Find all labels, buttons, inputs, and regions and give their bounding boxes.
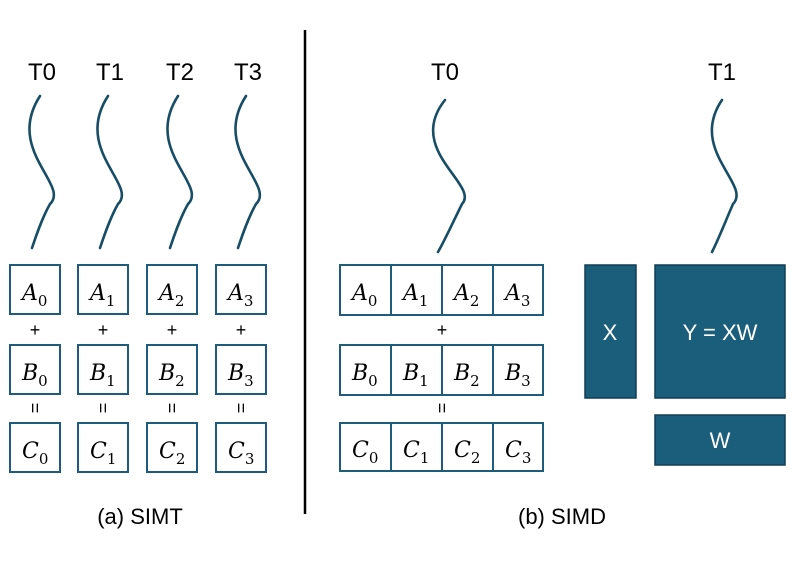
operand-b-cell <box>146 344 198 395</box>
matrix-x-block <box>584 264 637 399</box>
operand-b-cell <box>77 344 129 395</box>
thread-wave-icon <box>710 98 738 254</box>
result-c-label: C0 <box>22 439 48 468</box>
vector-a-label: A0 <box>350 281 377 310</box>
thread-wave-icon <box>234 94 262 250</box>
matrix-y-label: Y = XW <box>683 320 758 345</box>
equals-operator: = <box>432 403 452 414</box>
vector-b-label: B2 <box>453 361 480 390</box>
vector-b-cell <box>492 344 544 396</box>
operand-b-cell <box>215 344 267 395</box>
operand-a-label: A3 <box>226 281 253 310</box>
result-c-cell <box>77 422 129 473</box>
vector-c-label: C1 <box>403 438 429 467</box>
plus-operator: + <box>98 320 109 340</box>
vector-a-row: A0 A1 A2 A3 <box>339 264 544 316</box>
simd-panel: T0 A0 A1 A2 A3 + B0 B1 <box>339 59 786 529</box>
operand-b-label: B0 <box>21 361 48 390</box>
matrix-w-label: W <box>710 428 731 453</box>
vector-a-label: A2 <box>452 281 479 310</box>
vector-c-cell <box>390 422 443 472</box>
thread-wave-icon <box>96 94 124 250</box>
operand-a-cell <box>215 264 267 315</box>
result-c-cell <box>146 422 198 473</box>
simt-caption: (a) SIMT <box>97 504 183 529</box>
operand-b-label: B3 <box>227 361 254 390</box>
equals-operator: = <box>25 403 45 414</box>
thread-label: T1 <box>96 59 124 86</box>
thread-label: T1 <box>708 59 736 86</box>
operand-a-cell <box>9 264 61 315</box>
plus-operator: + <box>437 320 448 340</box>
vector-c-label: C0 <box>352 438 378 467</box>
matrix-y-block <box>654 264 786 399</box>
thread-wave-icon <box>166 94 194 250</box>
vector-a-cell <box>441 264 494 316</box>
operand-b-label: B1 <box>89 361 116 390</box>
thread-wave-icon <box>431 98 466 254</box>
operand-a-cell <box>146 264 198 315</box>
thread-label: T2 <box>166 59 194 86</box>
vector-a-label: A3 <box>503 281 530 310</box>
result-c-cell <box>215 422 267 473</box>
simt-thread-0: T0 A0 + B0 = C0 <box>9 59 61 473</box>
equals-operator: = <box>231 403 251 414</box>
thread-label: T0 <box>431 59 459 86</box>
vector-c-label: C3 <box>505 438 531 467</box>
vector-b-label: B0 <box>351 361 378 390</box>
equals-operator: = <box>93 403 113 414</box>
vector-c-row: C0 C1 C2 C3 <box>339 422 544 472</box>
vector-b-label: B1 <box>402 361 429 390</box>
plus-operator: + <box>167 320 178 340</box>
thread-wave-icon <box>28 94 56 250</box>
vector-a-cell <box>492 264 544 316</box>
matrix-x-label: X <box>603 320 618 345</box>
operand-a-cell <box>77 264 129 315</box>
simt-thread-3: T3 A3 + B3 = C3 <box>215 59 267 473</box>
operand-b-label: B2 <box>158 361 185 390</box>
vector-c-label: C2 <box>454 438 480 467</box>
vector-a-cell <box>339 264 392 316</box>
simt-panel: T0 A0 + B0 = C0 T1 A1 + B1 = C1 T2 <box>9 59 267 529</box>
vector-a-label: A1 <box>401 281 428 310</box>
simd-thread-0: T0 A0 A1 A2 A3 + B0 B1 <box>339 59 544 472</box>
operand-a-label: A1 <box>88 281 115 310</box>
plus-operator: + <box>236 320 247 340</box>
simd-caption: (b) SIMD <box>518 504 606 529</box>
vector-c-cell <box>441 422 494 472</box>
vector-b-cell <box>441 344 494 396</box>
vector-a-cell <box>390 264 443 316</box>
vector-b-label: B3 <box>504 361 531 390</box>
vector-b-row: B0 B1 B2 B3 <box>339 344 544 396</box>
equals-operator: = <box>162 403 182 414</box>
thread-label: T3 <box>234 59 262 86</box>
simd-thread-1: T1 X Y = XW W <box>584 59 786 466</box>
simt-thread-1: T1 A1 + B1 = C1 <box>77 59 129 473</box>
matrix-w-block <box>654 414 786 466</box>
plus-operator: + <box>30 320 41 340</box>
vector-c-cell <box>339 422 392 472</box>
thread-label: T0 <box>28 59 56 86</box>
vector-c-cell <box>492 422 544 472</box>
operand-a-label: A2 <box>157 281 184 310</box>
vector-b-cell <box>390 344 443 396</box>
vector-b-cell <box>339 344 392 396</box>
operand-a-label: A0 <box>20 281 47 310</box>
operand-b-cell <box>9 344 61 395</box>
result-c-label: C2 <box>159 439 185 468</box>
result-c-label: C3 <box>228 439 254 468</box>
result-c-label: C1 <box>90 439 116 468</box>
result-c-cell <box>9 422 61 473</box>
simt-thread-2: T2 A2 + B2 = C2 <box>146 59 198 473</box>
